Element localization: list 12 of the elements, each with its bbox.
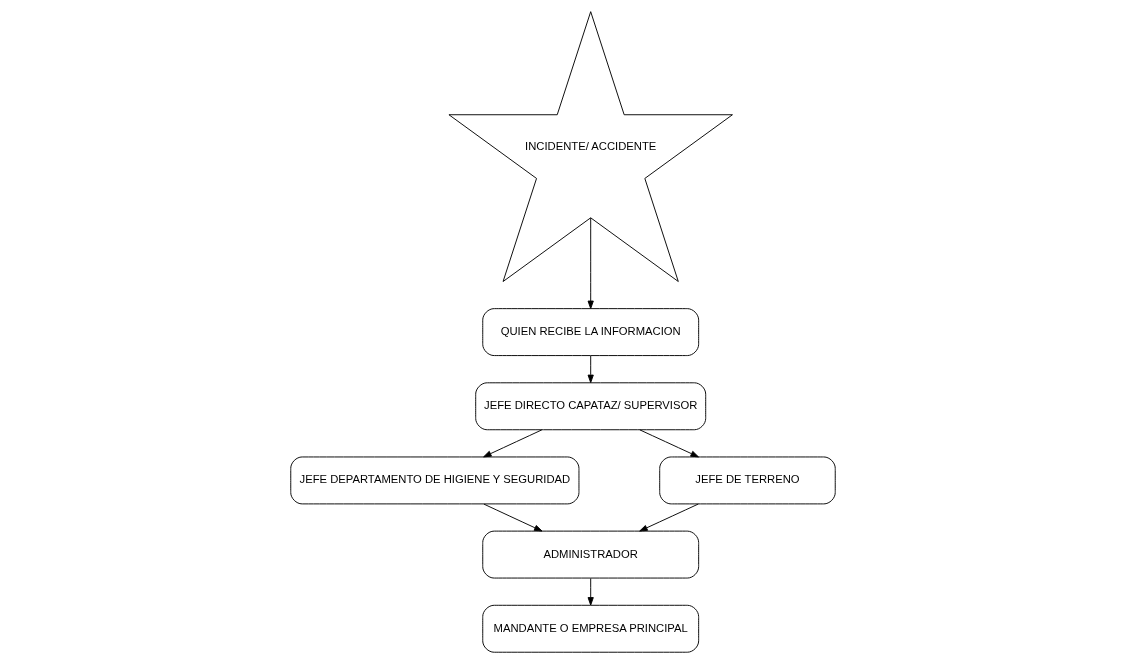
node-box: MANDANTE O EMPRESA PRINCIPAL bbox=[482, 604, 700, 653]
node-box: ADMINISTRADOR bbox=[482, 530, 700, 579]
arrow bbox=[639, 429, 699, 458]
node-box: JEFE DE TERRENO bbox=[659, 456, 836, 505]
node-box: JEFE DEPARTAMENTO DE HIGIENE Y SEGURIDAD bbox=[290, 456, 580, 505]
arrow bbox=[587, 355, 594, 384]
node-box: QUIEN RECIBE LA INFORMACION bbox=[482, 308, 700, 357]
arrow bbox=[483, 503, 543, 532]
arrow bbox=[483, 429, 543, 458]
arrow bbox=[639, 503, 699, 532]
node-box: JEFE DIRECTO CAPATAZ/ SUPERVISOR bbox=[475, 382, 707, 431]
arrow bbox=[587, 577, 594, 606]
